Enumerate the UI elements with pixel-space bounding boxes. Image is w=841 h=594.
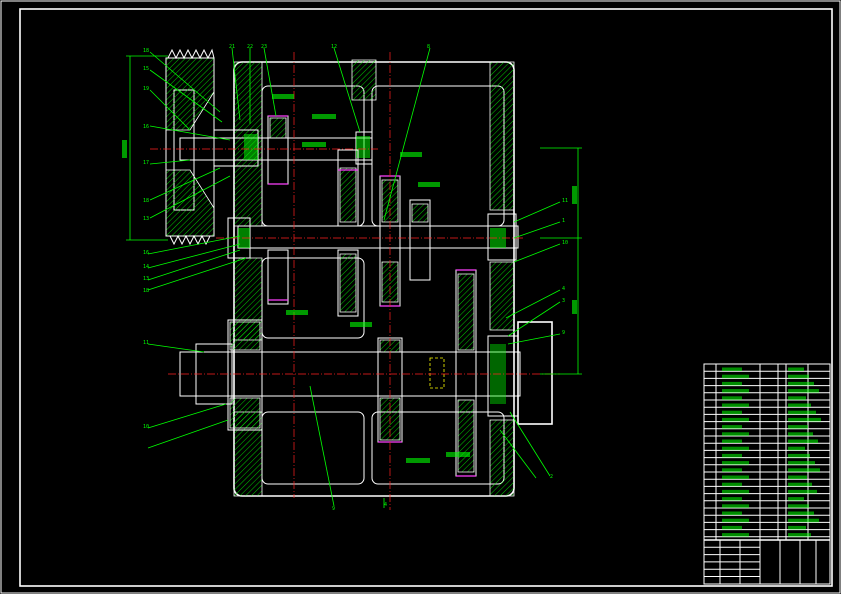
parts-list-spec [788, 403, 811, 407]
parts-list-entry [722, 468, 742, 472]
parts-list-entry [722, 389, 749, 393]
parts-list-entry [722, 525, 742, 530]
parts-list-spec [788, 439, 818, 443]
parts-list-entry [722, 504, 749, 508]
input-shaft [179, 115, 373, 227]
parts-list-entry [722, 425, 742, 429]
parts-list-entry [722, 475, 749, 479]
parts-list-spec [788, 468, 820, 472]
parts-list-spec [788, 446, 805, 451]
balloon-left-9: 13 [143, 276, 149, 282]
balloon-right-4: 3 [562, 298, 565, 304]
parts-list-entry [722, 396, 742, 400]
parts-list-entry [722, 367, 742, 371]
balloon-bottom-0: 9 [332, 506, 335, 512]
parts-list-entry [722, 410, 742, 415]
parts-list-spec [788, 475, 807, 479]
parts-list-spec [788, 367, 804, 371]
parts-list-spec [788, 461, 815, 465]
balloon-left-12: 10 [143, 424, 149, 430]
balloon-bottom-1: 4 [384, 502, 387, 508]
parts-list-entry [722, 453, 742, 458]
balloon-left-4: 17 [143, 160, 149, 166]
balloon-left-6: 13 [143, 216, 149, 222]
parts-list-spec [788, 381, 814, 386]
parts-list-entry [722, 489, 749, 494]
balloon-left-7: 16 [143, 250, 149, 256]
balloon-left-11: 11 [143, 340, 149, 346]
balloon-left-10: 18 [143, 288, 149, 294]
balloon-right-6: 2 [550, 474, 553, 480]
parts-list-spec [788, 511, 814, 515]
parts-list-entry [722, 446, 749, 451]
balloon-left-5: 18 [143, 198, 149, 204]
center-lines [150, 52, 560, 510]
parts-list-spec [788, 410, 816, 415]
parts-list-spec [788, 533, 811, 537]
balloon-top-0: 21 [229, 44, 235, 50]
parts-list-spec [788, 489, 817, 494]
parts-list-spec [788, 518, 819, 523]
parts-list-entry [722, 497, 742, 501]
title-block-table [703, 363, 831, 585]
balloon-right-5: 9 [562, 330, 565, 336]
balloon-left-8: 14 [143, 264, 149, 270]
parts-list-spec [788, 425, 808, 429]
parts-list-entry [722, 403, 749, 407]
parts-list-spec [788, 389, 819, 393]
parts-list-spec [788, 525, 806, 530]
balloon-right-3: 4 [562, 286, 565, 292]
parts-list-spec [788, 453, 810, 458]
balloon-right-1: 1 [562, 218, 565, 224]
dimension-lines [126, 55, 582, 375]
parts-list-spec [788, 482, 812, 487]
parts-list-spec [788, 417, 821, 422]
parts-list-spec [788, 497, 804, 501]
gear-annotations [122, 94, 577, 463]
parts-list-spec [788, 504, 809, 508]
parts-list-entry [722, 417, 749, 422]
balloon-top-3: 12 [331, 44, 337, 50]
balloon-top-1: 22 [247, 44, 253, 50]
inner-frame [19, 8, 833, 587]
parts-list-entry [722, 511, 742, 515]
gearbox-housing [233, 59, 515, 497]
parts-list-entry [722, 461, 749, 465]
intermediate-shaft [227, 175, 519, 317]
balloon-right-0: 11 [562, 198, 568, 204]
parts-list-entry [722, 518, 749, 523]
balloon-left-3: 16 [143, 124, 149, 130]
parts-list-spec [788, 374, 809, 379]
parts-list-spec [788, 432, 813, 436]
balloon-top-2: 23 [261, 44, 267, 50]
parts-list-entry [722, 482, 742, 487]
balloon-top-4: 8 [427, 44, 430, 50]
leader-lines [147, 47, 561, 508]
parts-list-entry [722, 439, 742, 443]
parts-list-entry [722, 533, 749, 537]
parts-list-entry [722, 432, 749, 436]
parts-list-entry [722, 381, 742, 386]
v-belt-pulley [165, 48, 215, 246]
parts-list-entry [722, 374, 749, 379]
balloon-left-1: 15 [143, 66, 149, 72]
balloon-left-2: 19 [143, 86, 149, 92]
balloon-right-2: 10 [562, 240, 568, 246]
balloon-left-0: 18 [143, 48, 149, 54]
parts-list-spec [788, 396, 806, 400]
